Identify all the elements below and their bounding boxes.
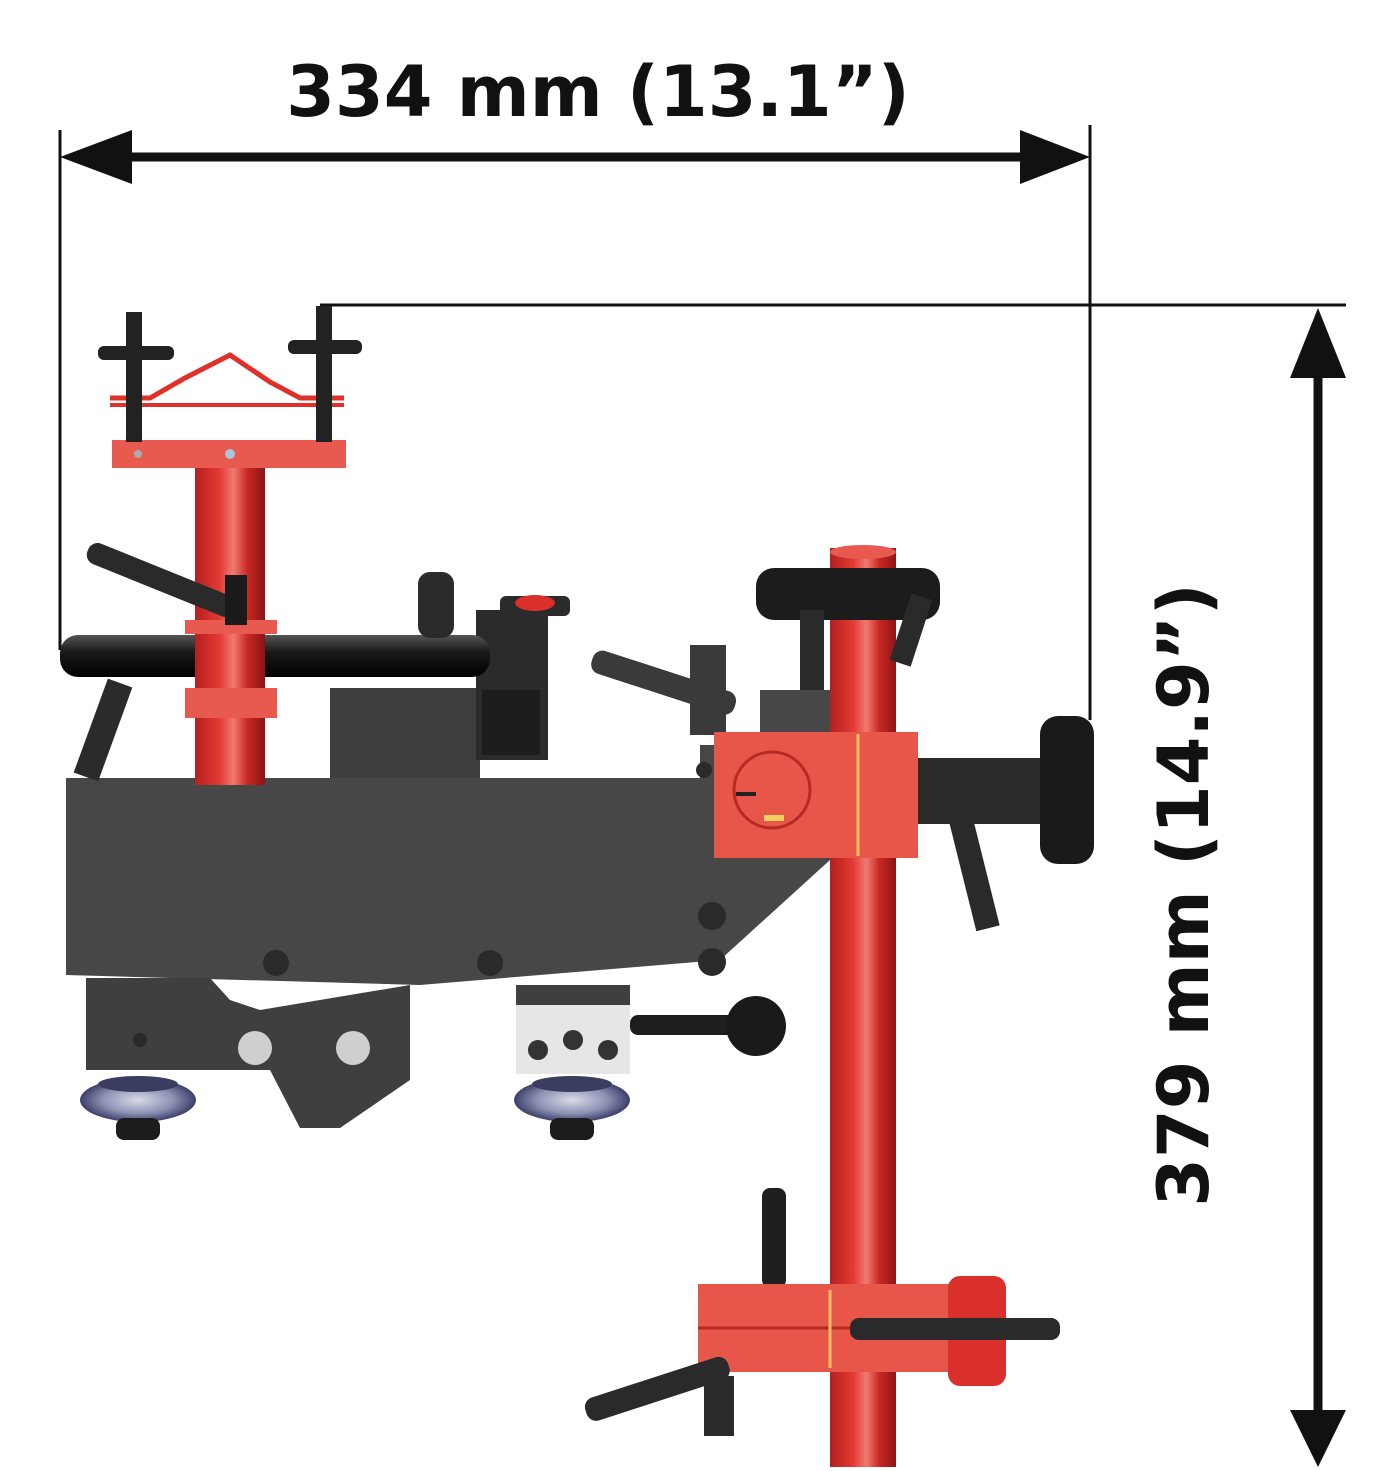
rotation-knob-icon xyxy=(918,716,1094,932)
repair-stand-illustration xyxy=(60,306,1094,1467)
jaw-block xyxy=(516,985,630,1074)
clamp-body xyxy=(66,690,830,985)
arrowhead-right-icon xyxy=(1020,130,1090,184)
quick-release-lever-icon xyxy=(591,645,737,735)
red-button-icon xyxy=(515,595,555,611)
main-pole-cap xyxy=(830,545,896,559)
arrowhead-down-icon xyxy=(1290,1410,1346,1467)
top-knob-icon xyxy=(756,568,940,690)
rubber-wheel-right-icon xyxy=(514,1076,630,1140)
arrowhead-left-icon xyxy=(60,130,132,184)
width-dimension-label: 334 mm (13.1”) xyxy=(286,51,909,133)
arrowhead-up-icon xyxy=(1290,308,1346,378)
rubber-wheel-left-icon xyxy=(80,1076,196,1140)
saddle-support xyxy=(86,306,362,785)
height-dimension: 379 mm (14.9”) xyxy=(320,303,1346,1467)
tube-knob-icon xyxy=(418,572,454,638)
support-tube xyxy=(60,635,490,677)
width-dimension: 334 mm (13.1”) xyxy=(58,51,1092,720)
body-bolts xyxy=(263,762,726,976)
height-dimension-label: 379 mm (14.9”) xyxy=(1143,583,1225,1206)
lower-pole-clamp xyxy=(584,1188,1060,1436)
head-clamp-block xyxy=(714,732,918,858)
ball-lever-icon xyxy=(630,996,786,1056)
diagonal-strut xyxy=(73,678,133,782)
lower-jaw-plate xyxy=(86,978,410,1128)
